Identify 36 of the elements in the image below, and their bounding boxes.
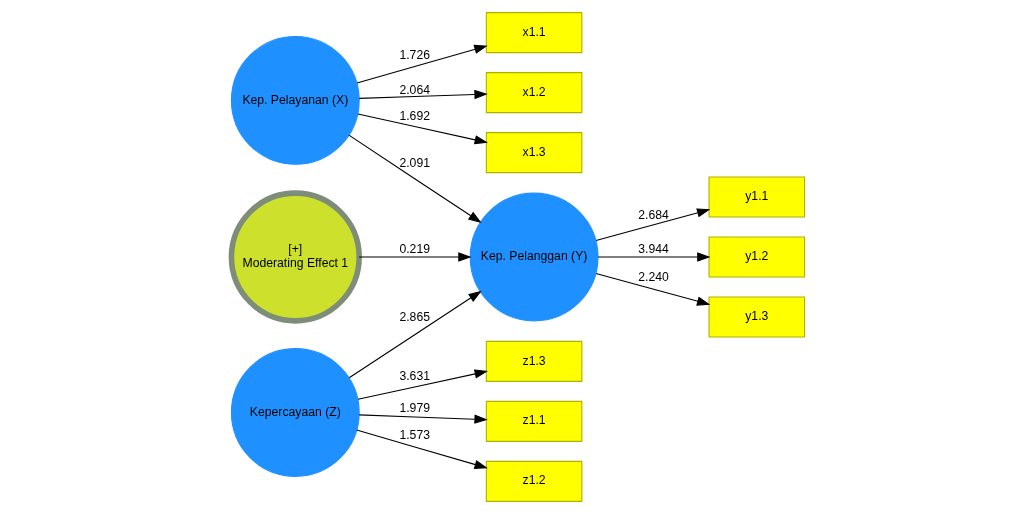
edge-label: 2.240 [638,270,669,285]
arrow [356,44,488,84]
edge-label: 3.631 [399,369,430,384]
node-box: z1.1 [485,400,583,442]
node-box: x1.1 [485,12,583,54]
edge-label: 2.684 [638,208,669,223]
arrow [357,113,488,145]
edge-label: 0.219 [399,242,430,257]
node-box: y1.3 [708,296,806,338]
node-box: x1.2 [485,72,583,114]
edge-label: 2.865 [399,310,430,325]
edge-label: 3.944 [638,242,669,257]
node-box: z1.2 [485,460,583,502]
edge-label: 1.726 [399,48,430,63]
arrow [358,252,472,262]
edge-label: 1.573 [399,427,430,442]
edge-label: 2.064 [399,82,430,97]
arrow [595,273,711,306]
arrow [348,134,482,223]
node-circle: Kep. Pelayanan (X) [230,35,360,165]
node-box: y1.2 [708,236,806,278]
node-box: y1.1 [708,176,806,218]
arrow [356,429,488,469]
arrow [358,89,488,100]
node-circle: [+] Moderating Effect 1 [228,190,362,324]
arrow [595,208,711,241]
edge-label: 2.091 [399,155,430,170]
node-box: x1.3 [485,132,583,174]
arrow [358,414,488,424]
node-box: z1.3 [485,340,583,382]
edge-label: 1.979 [399,401,430,416]
arrow [597,252,711,262]
node-circle: Kepercayaan (Z) [230,348,360,477]
arrow [357,369,488,400]
arrow [348,290,482,379]
edge-label: 1.692 [399,109,430,124]
